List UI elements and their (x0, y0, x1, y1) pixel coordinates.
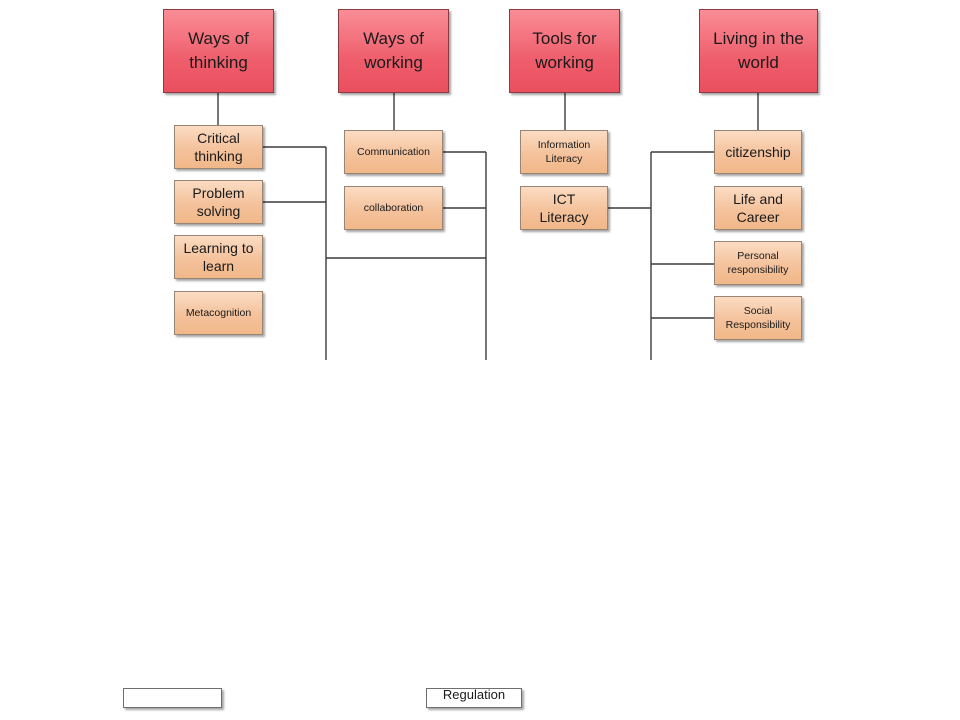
skill-personal-responsibility: Personal responsibility (714, 241, 802, 285)
stub-box-regulation-label: Regulation (442, 688, 506, 702)
category-ways-of-working: Ways of working (338, 9, 449, 93)
stub-box-left (123, 688, 222, 708)
category-tools-for-working: Tools for working (509, 9, 620, 93)
skill-social-responsibility: Social Responsibility (714, 296, 802, 340)
skill-critical-thinking: Critical thinking (174, 125, 263, 169)
skill-metacognition: Metacognition (174, 291, 263, 335)
stub-box-regulation: Regulation (426, 688, 522, 708)
skill-problem-solving: Problem solving (174, 180, 263, 224)
skill-citizenship: citizenship (714, 130, 802, 174)
skill-learning-to-learn: Learning to learn (174, 235, 263, 279)
skill-life-and-career: Life and Career (714, 186, 802, 230)
category-ways-of-thinking: Ways of thinking (163, 9, 274, 93)
skill-communication: Communication (344, 130, 443, 174)
category-living-in-the-world: Living in the world (699, 9, 818, 93)
skill-information-literacy: Information Literacy (520, 130, 608, 174)
skill-collaboration: collaboration (344, 186, 443, 230)
skill-ict-literacy: ICT Literacy (520, 186, 608, 230)
